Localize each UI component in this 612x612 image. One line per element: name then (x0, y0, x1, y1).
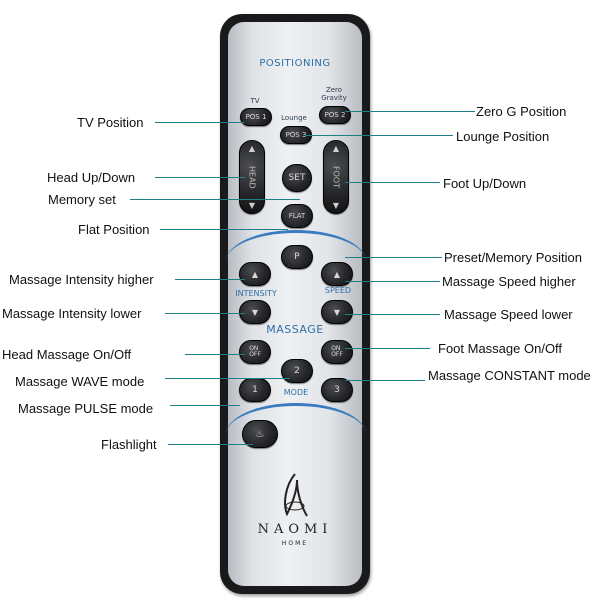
positioning-title: POSITIONING (259, 58, 331, 69)
massage-label: MASSAGE (266, 323, 324, 336)
naomi-logo-icon (284, 473, 308, 517)
brand-subtitle: HOME (281, 540, 309, 547)
callout-flashlight: Flashlight (101, 437, 157, 452)
head-massage-on-off-button[interactable]: ON OFF (239, 340, 271, 364)
callout-line (165, 378, 290, 379)
intensity-label: INTENSITY (235, 289, 277, 298)
callout-line (345, 348, 430, 349)
callout-speed-higher: Massage Speed higher (442, 274, 576, 289)
head-word: HEAD (247, 165, 257, 189)
decorative-swoosh (226, 230, 366, 293)
callout-line (130, 199, 300, 200)
callout-line (155, 177, 245, 178)
callout-tv-position: TV Position (77, 115, 144, 130)
lounge-label: Lounge (281, 114, 307, 122)
intensity-up-button[interactable]: ▲ (239, 262, 271, 286)
tv-label: TV (250, 97, 260, 105)
callout-line (345, 257, 442, 258)
zero-gravity-label-2: Gravity (321, 94, 347, 102)
callout-line (160, 229, 288, 230)
callout-line (345, 182, 440, 183)
up-arrow-icon: ▲ (248, 144, 256, 153)
callout-constant-mode: Massage CONSTANT mode (428, 368, 591, 383)
foot-up-down-button[interactable]: ▲ FOOT ▼ (323, 140, 349, 214)
mode-label: MODE (283, 388, 309, 397)
callout-wave-mode: Massage WAVE mode (15, 374, 145, 389)
callout-line (185, 354, 245, 355)
callout-line (155, 122, 245, 123)
intensity-down-button[interactable]: ▼ (239, 300, 271, 324)
flashlight-button[interactable]: ♨ (242, 420, 278, 448)
up-arrow-icon: ▲ (333, 269, 341, 279)
callout-foot-up-down: Foot Up/Down (443, 176, 527, 191)
zero-gravity-label-1: Zero (325, 86, 343, 94)
pos1-button[interactable]: POS 1 (240, 108, 272, 126)
speed-down-button[interactable]: ▼ (321, 300, 353, 324)
mode-1-button[interactable]: 1 (239, 378, 271, 402)
preset-button[interactable]: P (281, 245, 313, 269)
speed-up-button[interactable]: ▲ (321, 262, 353, 286)
callout-preset-memory: Preset/Memory Position (444, 250, 582, 265)
callout-line (345, 281, 440, 282)
callout-head-massage: Head Massage On/Off (2, 347, 132, 362)
up-arrow-icon: ▲ (251, 269, 259, 279)
down-arrow-icon: ▼ (333, 307, 341, 317)
callout-head-up-down: Head Up/Down (47, 170, 136, 185)
foot-massage-on-off-button[interactable]: ON OFF (321, 340, 353, 364)
callout-line (305, 135, 453, 136)
pos2-button[interactable]: POS 2 (319, 106, 351, 124)
flashlight-icon: ♨ (255, 428, 265, 440)
callout-intensity-lower: Massage Intensity lower (2, 306, 142, 321)
callout-line (165, 313, 245, 314)
decorative-swoosh (226, 403, 366, 466)
pos3-button[interactable]: POS 3 (280, 126, 312, 144)
callout-memory-set: Memory set (48, 192, 116, 207)
callout-pulse-mode: Massage PULSE mode (18, 401, 154, 416)
mode-2-button[interactable]: 2 (281, 359, 313, 383)
speed-label: SPEED (324, 286, 352, 295)
set-button[interactable]: SET (282, 164, 312, 192)
callout-line (175, 279, 245, 280)
callout-intensity-higher: Massage Intensity higher (9, 272, 154, 287)
callout-line (345, 380, 425, 381)
callout-line (345, 111, 475, 112)
callout-zero-g-position: Zero G Position (476, 104, 567, 119)
callout-flat-position: Flat Position (78, 222, 150, 237)
flat-button[interactable]: FLAT (281, 204, 313, 228)
mode-3-button[interactable]: 3 (321, 378, 353, 402)
down-arrow-icon: ▼ (332, 201, 340, 210)
down-arrow-icon: ▼ (248, 200, 256, 210)
foot-word: FOOT (331, 165, 341, 189)
callout-line (345, 314, 440, 315)
down-arrow-icon: ▼ (251, 307, 259, 317)
up-arrow-icon: ▲ (332, 144, 340, 153)
callout-line (168, 444, 253, 445)
callout-speed-lower: Massage Speed lower (444, 307, 573, 322)
callout-line (170, 405, 240, 406)
callout-foot-massage: Foot Massage On/Off (438, 341, 563, 356)
brand-name: NAOMI (257, 522, 333, 537)
callout-lounge-position: Lounge Position (456, 129, 550, 144)
